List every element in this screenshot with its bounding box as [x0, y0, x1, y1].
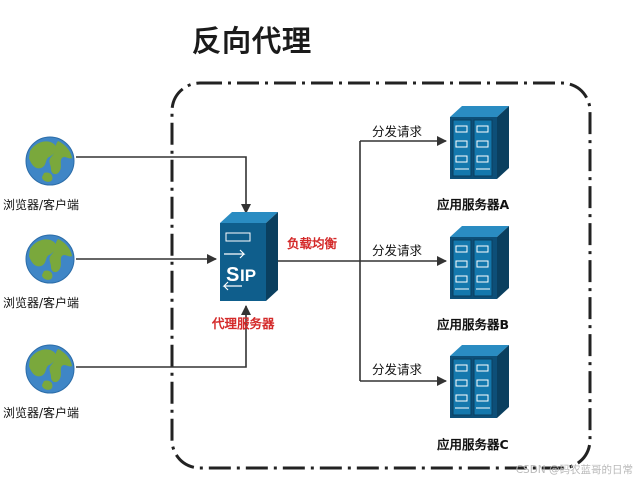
client-globe-icon-3 [25, 344, 75, 394]
server-a-icon [449, 105, 510, 180]
load-balance-label: 负载均衡 [287, 236, 338, 251]
proxy-server-label: 代理服务器 [212, 316, 275, 331]
server-b-icon [449, 225, 510, 300]
server-c-icon [449, 344, 510, 419]
client-1-arrow [76, 156, 251, 214]
client-globe-icon-2 [25, 234, 75, 284]
diagram-title: 反向代理 [192, 24, 313, 58]
request-label-b: 分发请求 [372, 243, 423, 258]
client-label-3: 浏览器/客户端 [3, 406, 80, 420]
proxy-ip-text: IP [240, 266, 256, 285]
proxy-server-icon: S IP [220, 212, 278, 301]
watermark: CSDN @码农蓝哥的日常 [515, 464, 633, 476]
proxy-boundary [170, 81, 592, 470]
client-globe-icon-1 [25, 136, 75, 186]
server-label-c: 应用服务器C [437, 437, 509, 452]
request-label-a: 分发请求 [372, 124, 423, 139]
server-label-a: 应用服务器A [437, 197, 510, 212]
request-label-c: 分发请求 [372, 362, 423, 377]
client-label-2: 浏览器/客户端 [3, 296, 80, 310]
server-label-b: 应用服务器B [437, 317, 510, 332]
svg-text:S: S [226, 264, 239, 286]
client-label-1: 浏览器/客户端 [3, 198, 80, 212]
client-3-arrow [76, 305, 251, 368]
